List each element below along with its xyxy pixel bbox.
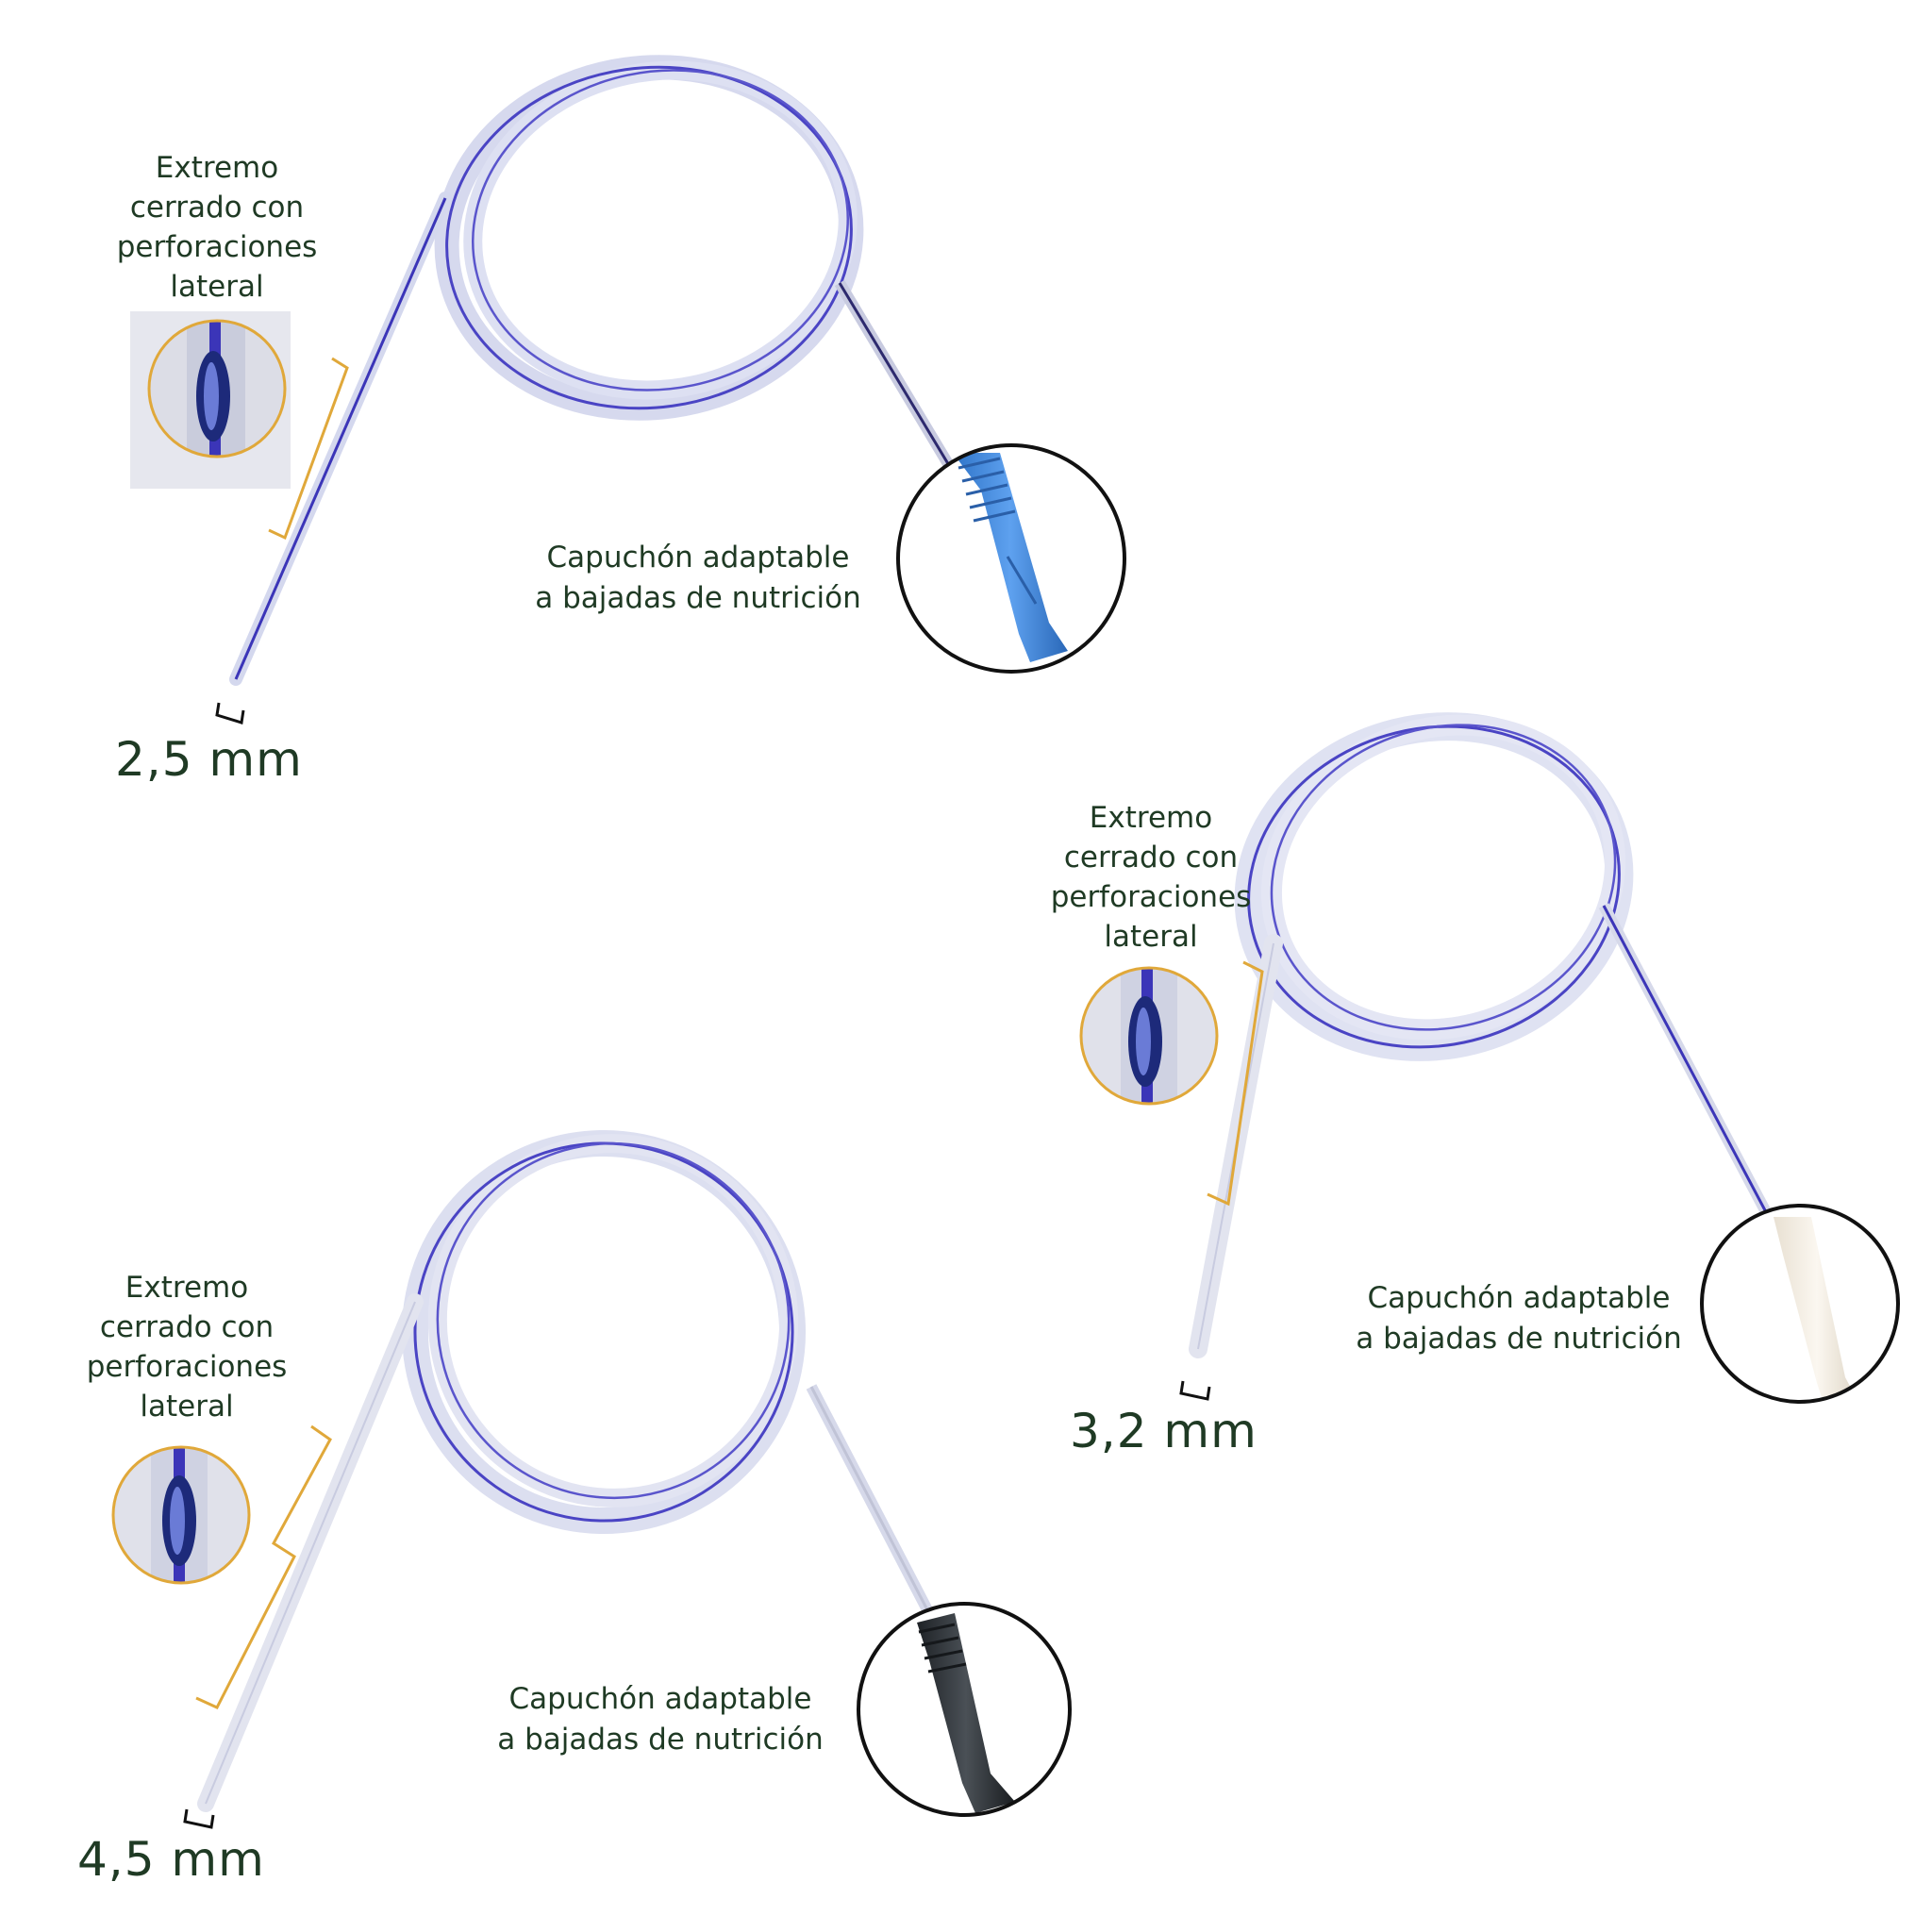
- cap-zoom-1: [896, 443, 1126, 674]
- tip-label-line: lateral: [170, 270, 264, 304]
- cap-label-line: a bajadas de nutrición: [497, 1723, 824, 1757]
- cap-zoom-3: [857, 1602, 1072, 1817]
- tip-label-line: lateral: [1104, 920, 1198, 954]
- tip-label-line: cerrado con: [129, 191, 305, 225]
- cap-label-2: Capuchón adaptable a bajadas de nutrició…: [1321, 1278, 1717, 1359]
- tip-label-line: Extremo: [125, 1271, 249, 1305]
- tip-label-line: cerrado con: [99, 1310, 275, 1344]
- size-label-1: 2,5 mm: [115, 732, 303, 787]
- tip-label-1: Extremo cerrado con perforaciones latera…: [75, 148, 358, 307]
- cap-label-line: a bajadas de nutrición: [1356, 1322, 1682, 1356]
- tube-coil-1: [434, 55, 864, 421]
- tip-label-2: Extremo cerrado con perforaciones latera…: [1009, 798, 1292, 957]
- size-tick-2: [1179, 1380, 1211, 1401]
- tip-label-line: perforaciones: [116, 230, 318, 264]
- catheter-3: [111, 1130, 1072, 1829]
- cap-label-line: Capuchón adaptable: [546, 541, 850, 575]
- tube-coil-3: [402, 1130, 806, 1534]
- cap-label-line: Capuchón adaptable: [508, 1682, 812, 1716]
- tip-label-line: lateral: [140, 1390, 234, 1424]
- cap-label-line: Capuchón adaptable: [1367, 1281, 1671, 1315]
- bracket-3: [195, 1424, 332, 1709]
- tip-label-3: Extremo cerrado con perforaciones latera…: [45, 1268, 328, 1426]
- tip-label-line: cerrado con: [1063, 841, 1239, 874]
- bracket-2: [1207, 960, 1264, 1207]
- size-tick-3: [183, 1808, 215, 1829]
- cap-label-1: Capuchón adaptable a bajadas de nutrició…: [500, 538, 896, 619]
- catheter-1: [130, 55, 1126, 724]
- bracket-1: [268, 357, 349, 541]
- catheter-2: [1079, 712, 1900, 1404]
- tip-zoom-1: [130, 311, 291, 489]
- tip-label-line: Extremo: [1089, 801, 1213, 835]
- tip-label-line: perforaciones: [86, 1350, 288, 1384]
- size-label-3: 4,5 mm: [77, 1832, 265, 1887]
- tip-zoom-2: [1079, 966, 1219, 1106]
- tip-label-line: perforaciones: [1050, 880, 1252, 914]
- cap-label-line: a bajadas de nutrición: [535, 581, 861, 615]
- cap-zoom-2: [1700, 1204, 1900, 1404]
- tip-zoom-3: [111, 1445, 251, 1585]
- size-tick-1: [215, 702, 245, 724]
- size-label-2: 3,2 mm: [1070, 1404, 1257, 1458]
- tip-label-line: Extremo: [155, 151, 279, 185]
- cap-label-3: Capuchón adaptable a bajadas de nutrició…: [462, 1679, 858, 1760]
